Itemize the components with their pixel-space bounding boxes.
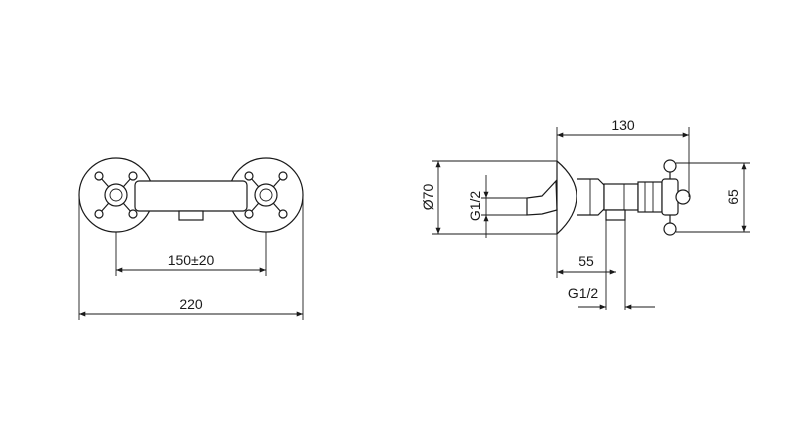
body-nut <box>577 178 605 216</box>
side-rosette <box>556 160 578 235</box>
dim-outlet-offset-label: 55 <box>578 253 594 269</box>
inlet-connector <box>526 179 558 216</box>
side-outlet <box>605 209 626 221</box>
front-outlet <box>178 210 204 221</box>
side-view: 130 Ø70 G1/2 65 55 G1/2 <box>420 117 750 310</box>
dim-diameter-label: Ø70 <box>420 184 436 211</box>
dim-depth-label: 130 <box>611 117 635 133</box>
dim-thread-inlet-label: G1/2 <box>467 191 483 222</box>
dim-center-label: 150±20 <box>168 252 215 268</box>
dim-overall-label: 220 <box>179 296 203 312</box>
dim-thread-outlet-label: G1/2 <box>568 285 599 301</box>
right-cross-handle <box>244 171 288 219</box>
front-view: 150±20 220 <box>78 157 304 320</box>
dim-height-label: 65 <box>725 189 741 205</box>
cartridge <box>637 181 663 213</box>
mixer-body <box>134 180 248 212</box>
valve-body <box>603 183 639 211</box>
left-cross-handle <box>94 171 138 219</box>
